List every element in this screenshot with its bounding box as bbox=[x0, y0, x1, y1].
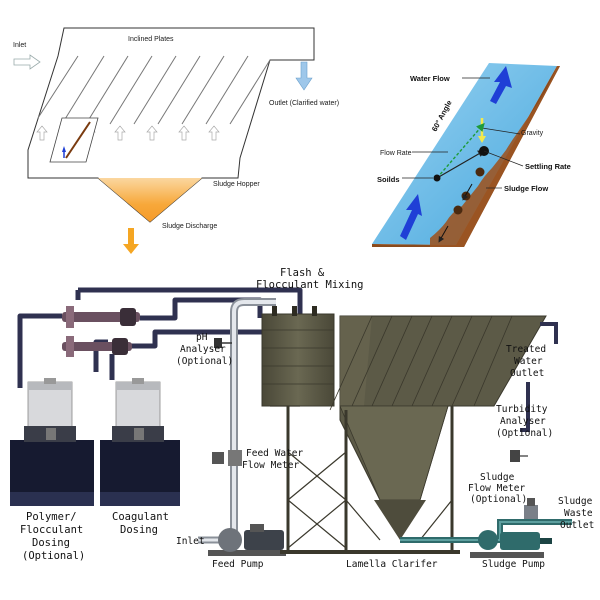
plate-detail: Water Flow 60° Angle Gravity Flow Rate S… bbox=[372, 63, 571, 247]
flow-rate-arrow-icon bbox=[436, 122, 485, 179]
svg-text:(Optional): (Optional) bbox=[470, 494, 527, 505]
svg-text:Analyser: Analyser bbox=[180, 344, 226, 355]
svg-text:Flocculant Mixing: Flocculant Mixing bbox=[256, 279, 363, 291]
feed-water-meter-label: Feed Water Flow Meter bbox=[242, 448, 303, 471]
gravity-label: Gravity bbox=[521, 130, 544, 137]
svg-text:Water: Water bbox=[514, 356, 543, 367]
svg-text:Dosing: Dosing bbox=[32, 537, 70, 549]
solid-particle-icon bbox=[433, 174, 441, 182]
sludge-flow-label: Sludge Flow bbox=[504, 184, 548, 193]
svg-text:Polymer/: Polymer/ bbox=[26, 511, 77, 523]
solids-label: Soilds bbox=[377, 175, 400, 184]
sludge-pump-label: Sludge Pump bbox=[482, 559, 545, 570]
ph-analyser bbox=[214, 338, 232, 348]
sludge-discharge-label: Sludge Discharge bbox=[162, 223, 217, 230]
lamella-clarifier-label: Lamella Clarifer bbox=[346, 559, 438, 570]
svg-text:Outlet: Outlet bbox=[510, 368, 544, 379]
svg-text:Coagulant: Coagulant bbox=[112, 511, 169, 523]
inlet-label: Inlet bbox=[13, 42, 26, 49]
svg-text:Turbidity: Turbidity bbox=[496, 404, 548, 415]
inclined-plates bbox=[37, 55, 271, 125]
sludge-flow-meter bbox=[524, 498, 538, 519]
inclined-plates-label: Inclined Plates bbox=[128, 36, 174, 43]
outlet-arrow-icon bbox=[295, 61, 313, 91]
sludge-pump bbox=[470, 530, 552, 558]
turbidity-label: Turbidity Analyser (Optional) bbox=[496, 404, 553, 439]
svg-text:pH: pH bbox=[196, 332, 208, 343]
ph-analyser-label: pH Analyser (Optional) bbox=[176, 332, 233, 367]
svg-text:Sludge: Sludge bbox=[558, 496, 593, 507]
svg-text:(Optional): (Optional) bbox=[176, 356, 233, 367]
flash-mixing-tank bbox=[261, 306, 335, 407]
sludge-flow-meter-label: Sludge Flow Meter (Optional) bbox=[468, 472, 527, 505]
flash-mixing-label: Flash & Flocculant Mixing bbox=[256, 267, 363, 291]
sludge-waste-label: Sludge Waste Outlet bbox=[558, 496, 594, 531]
feed-water-flow-meter bbox=[212, 450, 242, 466]
svg-text:Analyser: Analyser bbox=[500, 416, 546, 427]
svg-text:(Optional): (Optional) bbox=[496, 428, 553, 439]
water-flow-label: Water Flow bbox=[410, 74, 450, 83]
settling-rate-label: Settling Rate bbox=[525, 162, 571, 171]
coagulant-dosing-tank bbox=[100, 378, 180, 506]
coagulant-dosing-label: Coagulant Dosing bbox=[112, 511, 169, 536]
turbidity-analyser bbox=[510, 450, 528, 462]
svg-text:Flocculant: Flocculant bbox=[20, 524, 83, 536]
sludge-discharge-arrow-icon bbox=[123, 228, 139, 254]
dosing-pump-polymer bbox=[62, 306, 140, 328]
svg-text:(Optional): (Optional) bbox=[22, 550, 85, 562]
svg-text:Waste: Waste bbox=[564, 508, 593, 519]
inlet-arrow-icon bbox=[13, 54, 41, 70]
sludge-hopper-label: Sludge Hopper bbox=[213, 181, 260, 188]
treated-water-pipe bbox=[520, 322, 558, 432]
sludge-flow-arrow-icon bbox=[438, 225, 449, 243]
sludge-hopper bbox=[98, 178, 202, 222]
svg-text:Dosing: Dosing bbox=[120, 524, 158, 536]
plate-inset bbox=[49, 117, 99, 163]
polymer-dosing-tank bbox=[10, 378, 94, 506]
feed-pump bbox=[208, 524, 286, 556]
lamella-clarifier-tank bbox=[270, 315, 547, 554]
process-diagram: Flash & Flocculant Mixing pH Analyser (O… bbox=[10, 267, 594, 570]
polymer-dosing-label: Polymer/ Flocculant Dosing (Optional) bbox=[20, 511, 85, 562]
water-flow-arrow-icon bbox=[490, 66, 512, 104]
svg-text:Flow Meter: Flow Meter bbox=[468, 483, 525, 494]
dosing-pump-coagulant bbox=[62, 336, 132, 357]
flow-rate-label: Flow Rate bbox=[380, 150, 412, 157]
svg-text:Treated: Treated bbox=[506, 344, 546, 355]
svg-text:Flow Meter: Flow Meter bbox=[242, 460, 299, 471]
svg-text:Sludge: Sludge bbox=[480, 472, 515, 483]
svg-text:Outlet: Outlet bbox=[560, 520, 594, 531]
svg-text:Flash &: Flash & bbox=[280, 267, 325, 279]
process-inlet-label: Inlet bbox=[176, 536, 205, 547]
treated-water-label: Treated Water Outlet bbox=[506, 344, 546, 379]
feed-pump-label: Feed Pump bbox=[212, 559, 264, 570]
svg-text:Feed Water: Feed Water bbox=[246, 448, 303, 459]
outlet-label: Outlet (Clarified water) bbox=[269, 100, 339, 107]
inclined-plate-schematic: Inlet Inclined Plates bbox=[13, 27, 339, 254]
settling-path-icon bbox=[436, 150, 486, 179]
inflow-arrow-icon bbox=[400, 194, 422, 240]
